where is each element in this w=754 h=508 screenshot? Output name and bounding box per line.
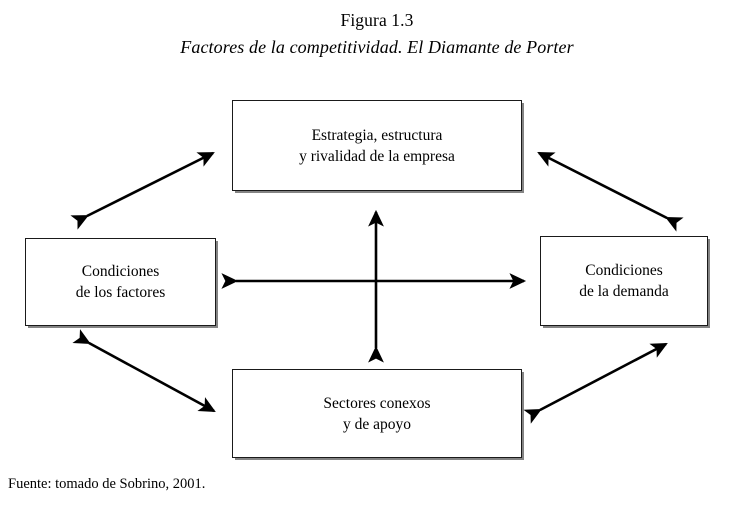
node-strategy: Estrategia, estructura y rivalidad de la… bbox=[232, 100, 522, 191]
figure-number: Figura 1.3 bbox=[340, 10, 414, 30]
node-demand: Condiciones de la demanda bbox=[540, 236, 708, 326]
node-sectors: Sectores conexos y de apoyo bbox=[232, 369, 522, 458]
connector-sectors-demand bbox=[523, 342, 668, 424]
node-strategy-label: Estrategia, estructura y rivalidad de la… bbox=[299, 126, 455, 165]
node-factors: Condiciones de los factores bbox=[25, 238, 216, 326]
node-sectors-label: Sectores conexos y de apoyo bbox=[323, 394, 431, 433]
connector-strategy-demand bbox=[537, 151, 684, 232]
node-factors-label: Condiciones de los factores bbox=[75, 263, 166, 301]
connector-factors-sectors bbox=[72, 329, 216, 413]
source-note: Fuente: tomado de Sobrino, 2001. bbox=[8, 476, 206, 492]
node-demand-label: Condiciones de la demanda bbox=[579, 262, 669, 300]
figure-subtitle: Factores de la competitividad. El Diaman… bbox=[180, 37, 574, 57]
connector-factors-strategy bbox=[70, 151, 215, 230]
